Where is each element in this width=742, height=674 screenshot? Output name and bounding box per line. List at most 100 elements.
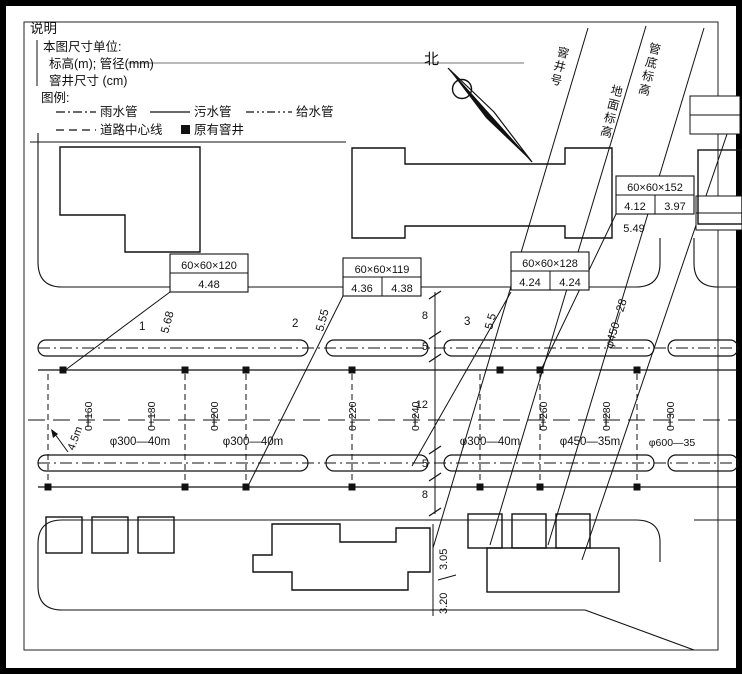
manhole-marker bbox=[536, 483, 544, 491]
dimension-value: 8 bbox=[422, 489, 428, 501]
manhole-marker bbox=[633, 366, 641, 374]
legend-label-supply-pipe: 给水管 bbox=[296, 104, 334, 119]
pipe-label-northeast: φ450—28 bbox=[603, 298, 629, 350]
manhole-marker bbox=[59, 366, 67, 374]
manhole-marker bbox=[181, 483, 189, 491]
callout-leader bbox=[411, 291, 512, 467]
curb-south bbox=[62, 519, 661, 562]
callout-4: 60×60×152 4.12 3.97 5.49 bbox=[615, 175, 695, 235]
station-label: 0+300 bbox=[665, 401, 677, 431]
dimension-value: 8 bbox=[422, 310, 428, 322]
callout-value: 4.48 bbox=[198, 279, 219, 291]
building-bottom-right bbox=[486, 547, 620, 593]
notes-title: 说明 bbox=[30, 21, 57, 36]
callout-value: 4.24 bbox=[559, 277, 580, 289]
offset-label: 4.5m bbox=[66, 425, 86, 452]
cutoff-table-cell bbox=[695, 212, 742, 231]
callout-leader bbox=[248, 295, 344, 485]
building-bottom-left-1 bbox=[45, 516, 83, 554]
callout-1: 60×60×120 4.48 bbox=[169, 253, 249, 293]
buildings bbox=[45, 146, 742, 593]
segment-length: 5.5 bbox=[483, 312, 499, 331]
building-bottom-left-3 bbox=[137, 516, 175, 554]
manhole-marker bbox=[536, 366, 544, 374]
inner-border bbox=[23, 21, 719, 651]
notes-unit-heading: 本图尺寸单位: bbox=[43, 39, 121, 54]
cutoff-table-cell bbox=[695, 195, 742, 214]
building-bottom-left-2 bbox=[91, 516, 129, 554]
notes-legend-heading: 图例: bbox=[41, 91, 69, 105]
station-label: 0+220 bbox=[347, 401, 359, 431]
legend-label-centerline: 道路中心线 bbox=[100, 122, 163, 137]
callout-leader bbox=[63, 291, 171, 372]
manhole-marker bbox=[181, 366, 189, 374]
callout-size: 60×60×119 bbox=[355, 264, 410, 276]
offset-arrowhead bbox=[51, 429, 58, 438]
legend-sample-existing-manhole bbox=[181, 125, 190, 134]
station-label: 0+260 bbox=[538, 401, 550, 431]
property-lines bbox=[37, 133, 740, 651]
cutoff-table-cell bbox=[689, 95, 741, 116]
manhole-marker bbox=[476, 483, 484, 491]
legend-label-existing-manhole: 原有窨井 bbox=[194, 122, 244, 137]
dimension-chain: 8 5 12 5 8 bbox=[416, 290, 442, 517]
cutoff-tables bbox=[689, 95, 742, 231]
curb-south-block bbox=[37, 519, 585, 611]
dimension-tick bbox=[428, 507, 442, 517]
callout-value: 4.12 bbox=[624, 201, 645, 213]
station-label: 0+240 bbox=[410, 401, 422, 431]
cutoff-table-cell bbox=[689, 114, 741, 135]
dimension-value: 5 bbox=[422, 458, 428, 470]
manhole-marker bbox=[633, 483, 641, 491]
dimension-tick bbox=[428, 472, 442, 482]
segment-no: 3 bbox=[464, 316, 470, 328]
building-top-center bbox=[351, 147, 613, 239]
segment-length: 5.55 bbox=[314, 308, 331, 333]
pipe-label: φ300—40m bbox=[110, 436, 171, 448]
dimension-tick bbox=[428, 353, 442, 363]
leader-extra bbox=[581, 95, 741, 561]
dimension-tick bbox=[428, 290, 442, 300]
callout-value: 3.97 bbox=[664, 201, 685, 213]
building-top-left bbox=[59, 146, 201, 253]
station-label: 0+180 bbox=[146, 401, 158, 431]
manhole-marker bbox=[496, 366, 504, 374]
station-label: 0+200 bbox=[209, 401, 221, 431]
service-connections bbox=[47, 374, 638, 483]
station-label: 0+160 bbox=[83, 401, 95, 431]
segment-no: 1 bbox=[139, 321, 145, 333]
manhole-callouts: 60×60×120 4.48 60×60×119 4.36 4.38 60×60… bbox=[63, 175, 695, 485]
pipe-label: φ450—35m bbox=[560, 436, 621, 448]
manholes bbox=[44, 366, 641, 491]
dimension-value: 5 bbox=[422, 341, 428, 353]
building-bottom-mid-1 bbox=[467, 513, 503, 549]
callout-3: 60×60×128 4.24 4.24 bbox=[510, 251, 590, 291]
callout-2: 60×60×119 4.36 4.38 bbox=[342, 257, 422, 297]
notes-unit-line2: 窨井尺寸 (cm) bbox=[49, 73, 127, 88]
pipe-label: φ600—35 bbox=[649, 437, 696, 449]
building-top-right-partial bbox=[697, 149, 742, 225]
callout-leaders bbox=[63, 213, 617, 485]
north-label: 北 bbox=[424, 51, 439, 68]
elevation-value: 3.05 bbox=[438, 549, 450, 570]
manhole-marker bbox=[348, 366, 356, 374]
callout-value: 4.36 bbox=[351, 283, 372, 295]
manhole-marker bbox=[44, 483, 52, 491]
notes-block: 说明 本图尺寸单位: 标高(m); 管径(mm) 窨井尺寸 (cm) 图例: 雨… bbox=[30, 21, 346, 143]
north-circle bbox=[451, 78, 473, 100]
segment-no: 2 bbox=[292, 318, 298, 330]
road-medians bbox=[37, 339, 739, 472]
elevation-divider bbox=[437, 574, 457, 581]
callout-size: 60×60×128 bbox=[522, 258, 578, 270]
station-ticks bbox=[87, 413, 671, 427]
dimension-tick bbox=[428, 330, 442, 340]
manhole-marker bbox=[242, 366, 250, 374]
callout-extra-value: 5.49 bbox=[623, 223, 644, 235]
north-arrow: 北 bbox=[424, 51, 533, 163]
building-bottom-mid-2 bbox=[511, 513, 547, 549]
station-labels: 0+160 0+180 0+200 0+220 0+240 0+260 0+28… bbox=[83, 401, 677, 431]
callout-leader bbox=[540, 213, 617, 371]
